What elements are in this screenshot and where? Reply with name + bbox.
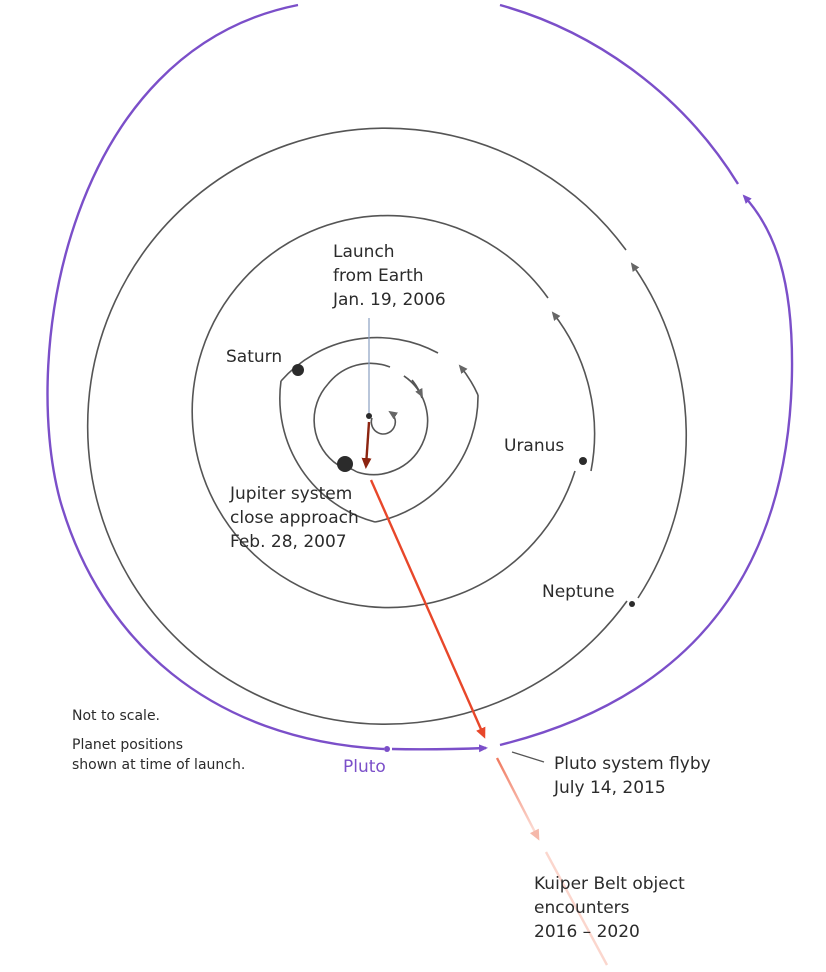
new-horizons-trajectory xyxy=(361,421,609,966)
jupiter-planet xyxy=(337,456,353,472)
positions-note: Planet positions shown at time of launch… xyxy=(72,737,246,773)
earth-orbit xyxy=(370,410,399,435)
jupiter-orbit xyxy=(313,362,429,476)
sun-dot xyxy=(366,413,372,419)
saturn-label: Saturn xyxy=(226,347,283,367)
launch-label: Launch from Earth Jan. 19, 2006 xyxy=(333,242,446,310)
uranus-planet xyxy=(579,457,587,465)
neptune-planet xyxy=(629,601,635,607)
pluto-flyby-label: Pluto system flyby July 14, 2015 xyxy=(554,754,711,798)
scale-note: Not to scale. xyxy=(72,708,161,724)
saturn-planet xyxy=(292,364,304,376)
neptune-orbit xyxy=(86,127,688,725)
flyby-leader-line xyxy=(511,751,545,763)
pluto-label: Pluto xyxy=(343,757,386,777)
pluto-planet xyxy=(384,746,390,752)
neptune-label: Neptune xyxy=(542,582,615,602)
jupiter-label: Jupiter system close approach Feb. 28, 2… xyxy=(230,484,359,552)
kuiper-label: Kuiper Belt object encounters 2016 – 202… xyxy=(534,874,685,942)
uranus-label: Uranus xyxy=(504,436,565,456)
uranus-orbit xyxy=(191,214,596,609)
pluto-orbit xyxy=(46,3,794,753)
